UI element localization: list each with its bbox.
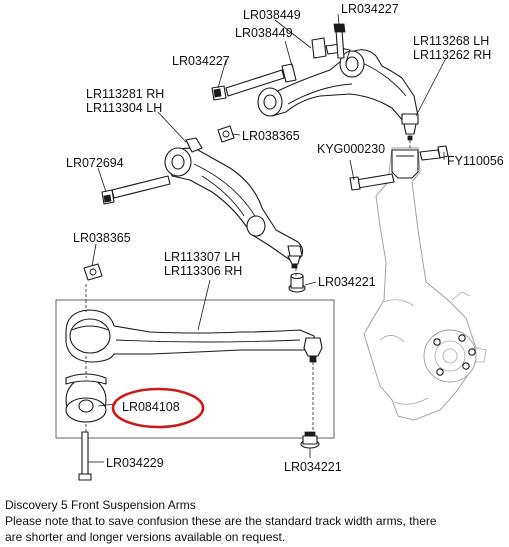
label-lr038449-top: LR038449 xyxy=(243,8,301,22)
label-lr084108: LR084108 xyxy=(122,400,180,414)
upper-arm-fixings xyxy=(211,23,351,101)
caption-note-line-1: Please note that to save confusion these… xyxy=(5,514,437,528)
label-text: LR034227 xyxy=(172,54,230,68)
label-lr034227-top: LR034227 xyxy=(341,2,399,16)
bolt-lr072694 xyxy=(101,175,171,205)
label-lr034227-left: LR034227 xyxy=(172,54,230,68)
label-text: LR038449 xyxy=(243,8,301,22)
knuckle-top-bracket xyxy=(349,145,449,191)
steering-knuckle xyxy=(363,147,487,421)
label-text: LR034221 xyxy=(318,275,376,289)
label-text: LR034221 xyxy=(284,460,342,474)
nut-lr034221-lower xyxy=(300,431,320,449)
upper-wishbone xyxy=(257,49,419,141)
label-text: LR034227 xyxy=(341,2,399,16)
lower-front-arm xyxy=(164,137,304,269)
label-text: KYG000230 xyxy=(317,142,386,156)
nut-lr038365-lower xyxy=(83,263,103,281)
label-kyg000230: KYG000230 xyxy=(317,142,385,156)
bush-lr084108 xyxy=(65,373,107,423)
lower-rear-arm xyxy=(65,309,323,363)
caption: Discovery 5 Front Suspension Arms Please… xyxy=(5,497,505,545)
leader-lines xyxy=(88,13,447,463)
label-text: FY110056 xyxy=(447,154,504,168)
label-lr038365-upper: LR038365 xyxy=(242,129,300,143)
label-text-lh: LR113304 LH xyxy=(86,101,163,115)
label-lr034221-upper: LR034221 xyxy=(318,275,376,289)
label-lr034229: LR034229 xyxy=(106,456,164,470)
part-callout-box xyxy=(55,299,335,439)
label-lr072694: LR072694 xyxy=(66,156,124,170)
label-text-lh: LR113307 LH xyxy=(164,250,241,264)
label-text: LR034229 xyxy=(106,456,164,470)
label-text: LR038365 xyxy=(242,129,300,143)
label-lr113307-lr113306: LR113307 LH LR113306 RH xyxy=(164,250,242,278)
label-lr038449-mid: LR038449 xyxy=(235,26,293,40)
nut-lr034221-upper xyxy=(288,272,306,293)
caption-title: Discovery 5 Front Suspension Arms xyxy=(5,498,196,512)
highlight-ring xyxy=(111,387,205,429)
label-lr038365-lower: LR038365 xyxy=(73,231,131,245)
label-text: LR038365 xyxy=(73,231,131,245)
nut-lr038365-upper xyxy=(217,125,235,143)
assembly-lines xyxy=(85,140,411,432)
label-text-rh: LR113262 RH xyxy=(413,48,492,62)
bolt-lr034229 xyxy=(78,431,92,481)
label-fy110056: FY110056 xyxy=(447,154,504,168)
label-text: LR038449 xyxy=(235,26,293,40)
diagram-artwork xyxy=(55,13,487,481)
caption-note-line-2: are shorter and longer versions availabl… xyxy=(5,530,286,544)
label-text-rh: LR113306 RH xyxy=(164,264,243,278)
label-text-lh: LR113268 LH xyxy=(413,34,490,48)
label-text-rh: LR113281 RH xyxy=(86,87,165,101)
label-lr113268-lr113262: LR113268 LH LR113262 RH xyxy=(413,34,491,62)
label-text: LR084108 xyxy=(122,400,180,414)
label-text: LR072694 xyxy=(66,156,124,170)
label-lr113281-lr113304: LR113281 RH LR113304 LH xyxy=(86,87,164,115)
label-lr034221-lower: LR034221 xyxy=(284,460,342,474)
